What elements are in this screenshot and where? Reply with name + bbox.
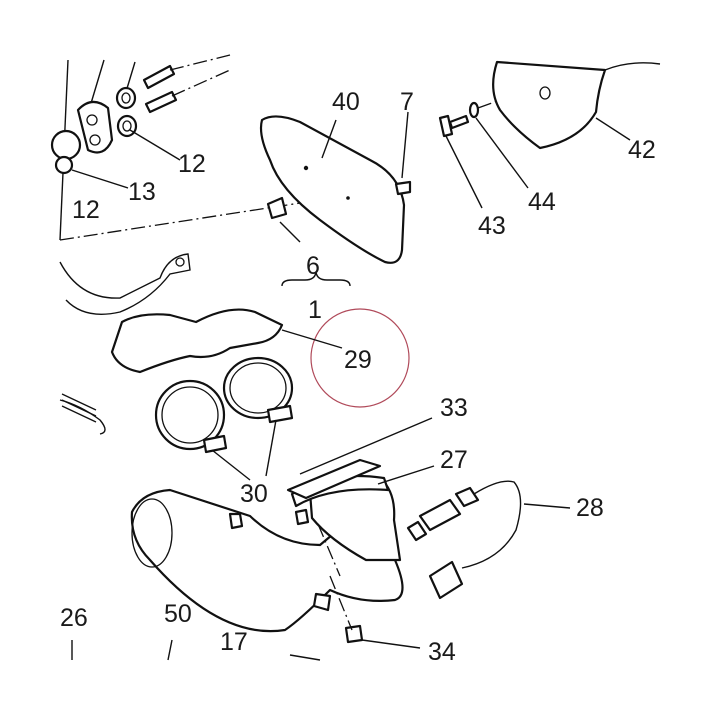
label-34: 34 — [428, 638, 456, 666]
support-rod — [59, 253, 191, 315]
sensor-28-cable — [461, 480, 522, 569]
cover-40 — [259, 115, 406, 264]
group-brace — [281, 271, 351, 287]
spring — [59, 399, 106, 435]
label-30: 30 — [240, 480, 268, 508]
leader-7 — [401, 111, 409, 179]
clamp-30-right-screw — [266, 404, 294, 424]
bracket-plate — [76, 100, 114, 154]
leader-30a — [211, 449, 251, 481]
nut-34 — [344, 624, 364, 644]
bracket-42 — [492, 60, 607, 150]
leader-13 — [71, 169, 129, 189]
label-12a: 12 — [178, 150, 206, 178]
part-12-13-assembly — [50, 54, 231, 241]
label-29: 29 — [344, 346, 372, 374]
label-43: 43 — [478, 212, 506, 240]
label-17: 17 — [220, 628, 248, 656]
sensor-28-nut — [454, 486, 480, 508]
label-50: 50 — [164, 600, 192, 628]
leader-42 — [595, 117, 631, 141]
label-40: 40 — [332, 88, 360, 116]
leader-40 — [321, 119, 337, 159]
label-42: 42 — [628, 136, 656, 164]
leader-30b — [265, 419, 277, 477]
leader-43 — [445, 135, 483, 209]
clip-17 — [312, 592, 332, 612]
leader-6 — [279, 221, 301, 243]
label-28: 28 — [576, 494, 604, 522]
exhaust-pipe-50 — [130, 488, 404, 633]
label-26: 26 — [60, 604, 88, 632]
leader-29 — [281, 329, 343, 349]
clamp-30-left-screw — [202, 434, 228, 454]
clip-6 — [266, 196, 288, 220]
sensor-28-connector — [428, 560, 464, 600]
sensor-28-body — [418, 498, 462, 532]
gear-13-hub — [54, 155, 74, 175]
heat-shield-29 — [110, 308, 284, 374]
leader-12a — [129, 129, 181, 161]
pipe-tab — [228, 512, 244, 530]
leader-28 — [523, 503, 571, 509]
label-7: 7 — [400, 88, 414, 116]
bolt-upper — [142, 64, 176, 90]
screw-7 — [394, 180, 412, 196]
label-33: 33 — [440, 394, 468, 422]
label-27: 27 — [440, 446, 468, 474]
washer-44 — [468, 101, 480, 119]
washer-12-lower — [116, 114, 138, 138]
stud-left — [294, 508, 310, 526]
leader-34 — [361, 639, 421, 649]
label-44: 44 — [528, 188, 556, 216]
label-6: 6 — [306, 252, 320, 280]
bolt-lower — [144, 90, 178, 114]
washer-12-upper — [115, 86, 137, 110]
label-12b: 12 — [72, 196, 100, 224]
sensor-28-tip — [406, 520, 428, 542]
clamp-30-left — [154, 379, 226, 451]
label-13: 13 — [128, 178, 156, 206]
label-1: 1 — [308, 296, 322, 324]
leader-27 — [377, 465, 435, 485]
leader-33 — [299, 417, 433, 475]
bolt-43-head — [438, 114, 454, 138]
leader-44 — [475, 117, 529, 189]
clamp-30-right — [222, 356, 294, 420]
gear-13 — [50, 129, 82, 161]
highlight-circle — [310, 308, 410, 408]
bolt-43-shank — [448, 114, 470, 130]
gasket-33 — [286, 458, 382, 500]
